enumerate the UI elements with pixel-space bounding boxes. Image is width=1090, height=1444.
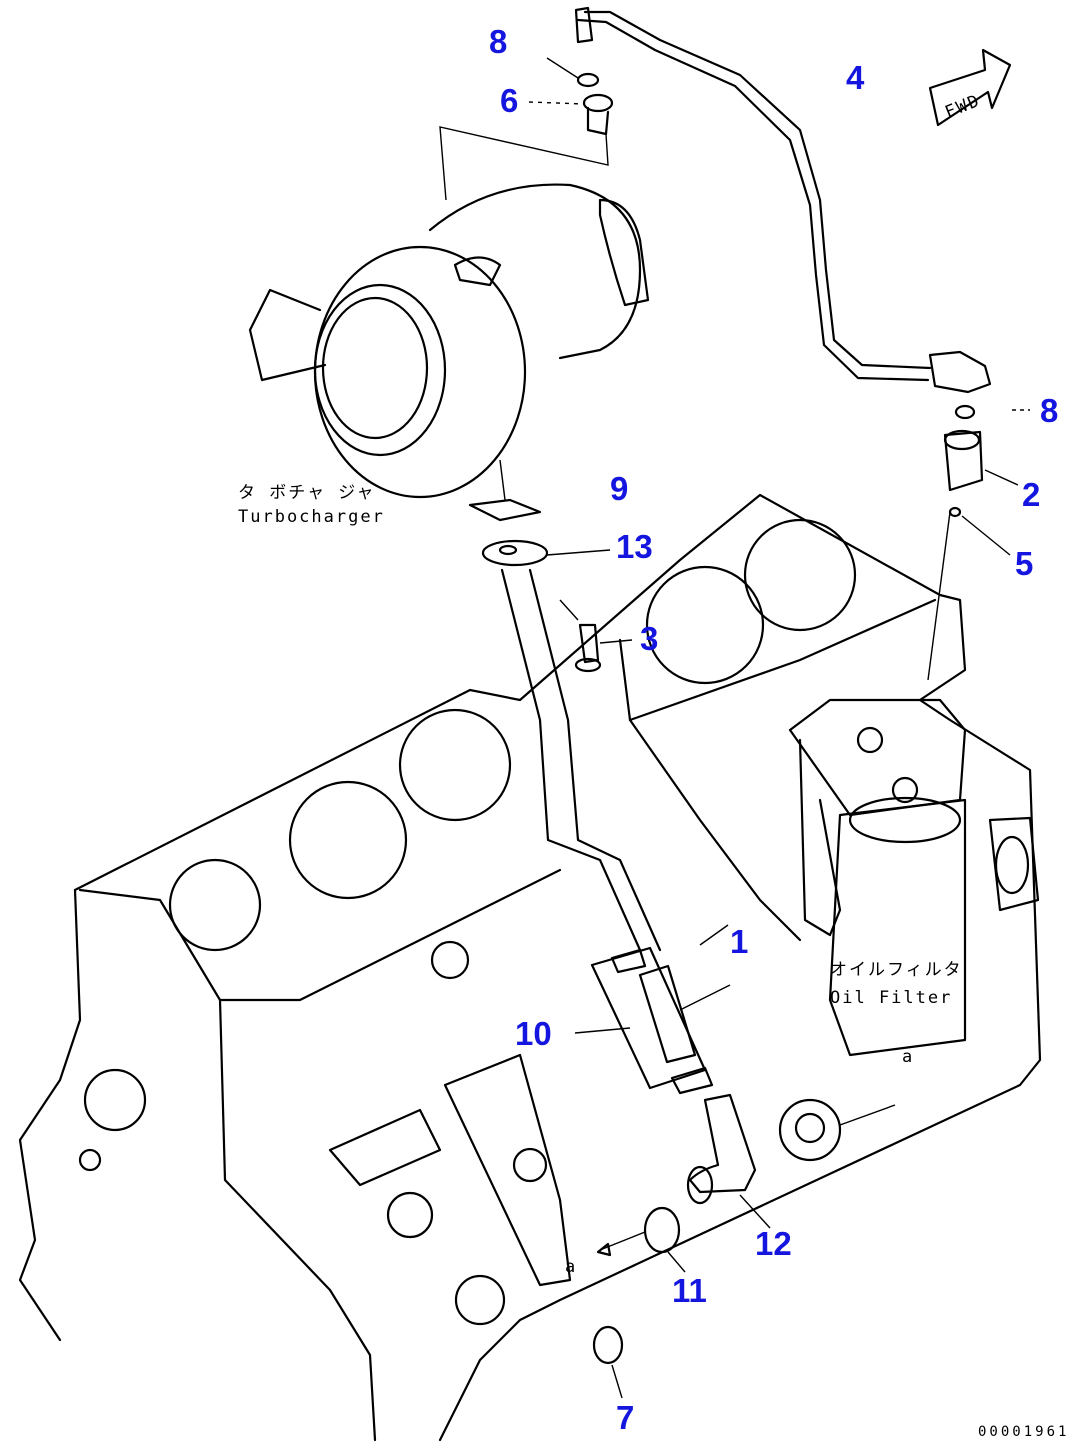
reference-mark-a-lower: a xyxy=(565,1257,577,1277)
plug-lower xyxy=(592,1325,624,1399)
callout-8-right: 8 xyxy=(1040,392,1058,429)
drawing-part-number: 00001961 xyxy=(978,1424,1069,1440)
callout-1: 1 xyxy=(730,923,748,960)
callout-2: 2 xyxy=(1022,476,1040,513)
turbo-label-en: Turbocharger xyxy=(238,507,385,527)
drain-tube xyxy=(481,539,662,952)
turbo-label-jp: タ ボチャ ジャ xyxy=(238,483,375,503)
oil-filter xyxy=(788,698,967,1126)
filter-label-en: Oil Filter xyxy=(830,988,952,1008)
reference-mark-a-upper: a xyxy=(902,1047,914,1067)
right-fittings xyxy=(927,404,1030,681)
callout-8-top: 8 xyxy=(489,23,507,60)
callout-11: 11 xyxy=(672,1272,707,1309)
callout-4: 4 xyxy=(846,59,865,96)
hose xyxy=(574,924,731,1095)
callout-10: 10 xyxy=(515,1015,552,1052)
engine-block xyxy=(18,493,1042,1442)
callout-5: 5 xyxy=(1015,545,1033,582)
filter-label-jp: オイルフィルタ xyxy=(830,960,963,980)
fwd-label: FWD xyxy=(942,91,984,123)
bolt xyxy=(559,599,633,673)
turbocharger xyxy=(248,183,650,522)
top-fittings xyxy=(439,57,614,201)
callout-13: 13 xyxy=(616,528,653,565)
elbow xyxy=(686,1093,771,1229)
oil-supply-tube xyxy=(574,6,992,394)
callout-9: 9 xyxy=(610,470,628,507)
callout-3: 3 xyxy=(640,620,658,657)
fwd-arrow-icon: FWD xyxy=(928,48,1012,127)
callout-6: 6 xyxy=(500,82,518,119)
callout-7: 7 xyxy=(616,1399,634,1436)
callout-12: 12 xyxy=(755,1225,792,1262)
